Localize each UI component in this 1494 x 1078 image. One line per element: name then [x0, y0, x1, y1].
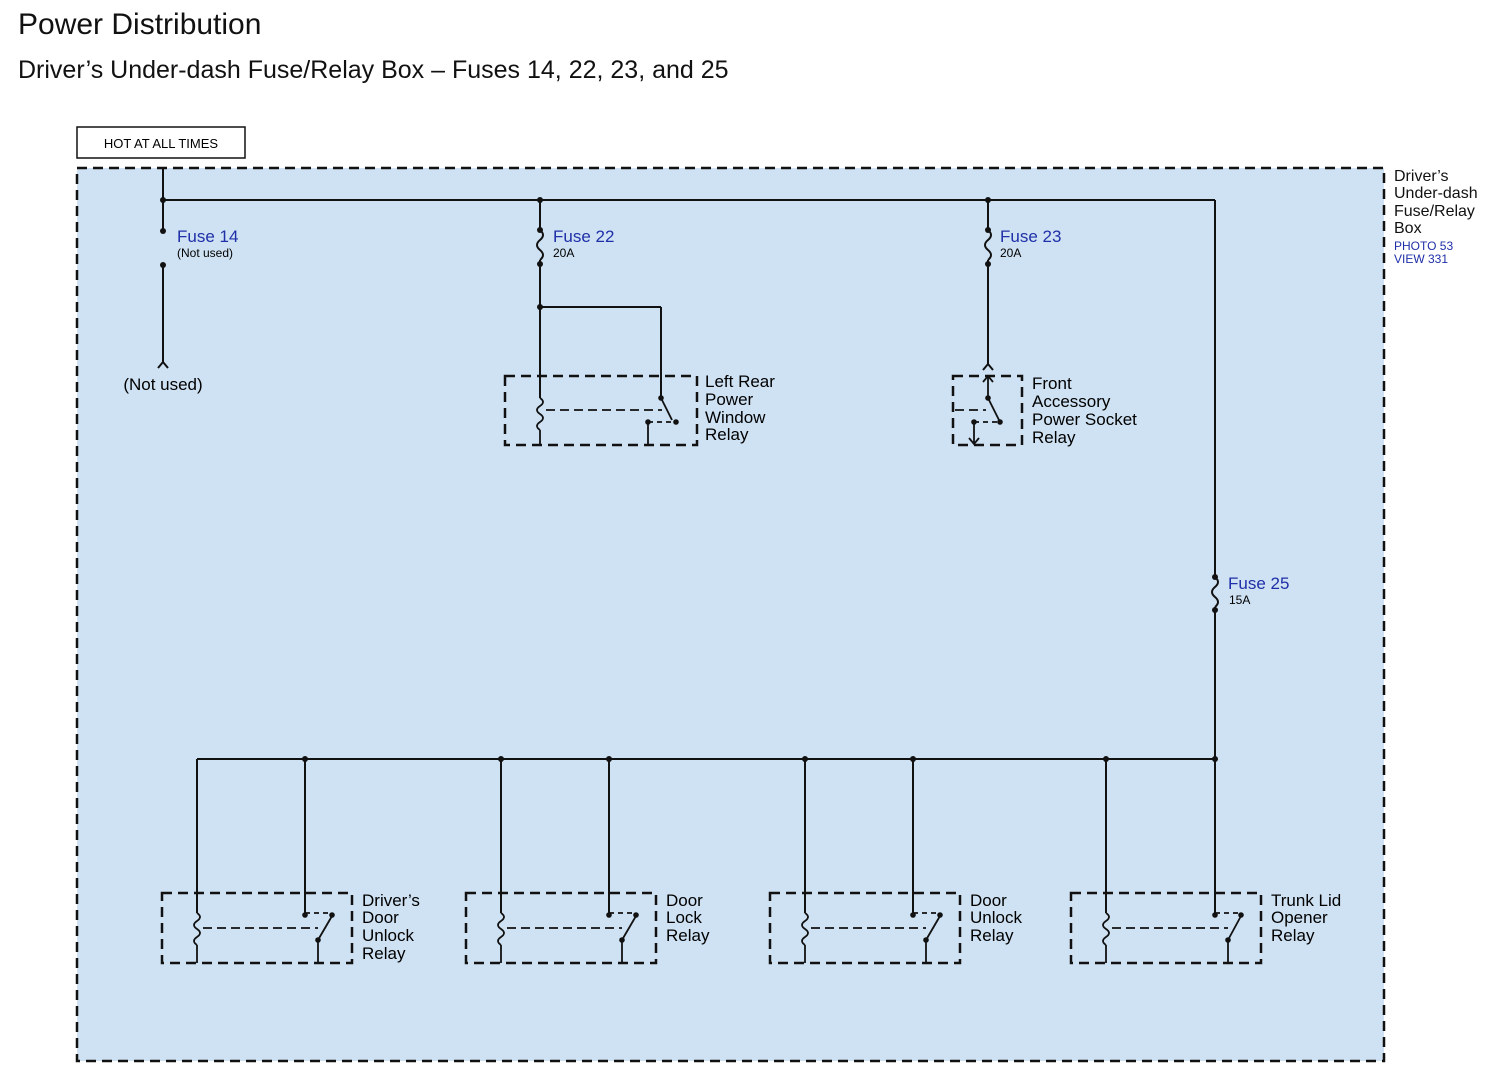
trunk-lid-line-3: Relay [1271, 926, 1315, 945]
left-rear-power-window-relay: Left Rear Power Window Relay [503, 372, 775, 447]
front-accessory-line-4: Relay [1032, 428, 1076, 447]
box-label: Driver’s Under-dash Fuse/Relay Box PHOTO… [1394, 168, 1478, 266]
door-lock-line-3: Relay [666, 926, 710, 945]
front-accessory-line-1: Front [1032, 374, 1072, 393]
fuse-25-rating: 15A [1229, 593, 1250, 607]
fuse-22-rating: 20A [553, 246, 574, 260]
fuse-14-label: Fuse 14 [177, 227, 238, 246]
trunk-lid-opener-relay: Trunk Lid Opener Relay [1069, 891, 1341, 965]
door-lock-relay: Door Lock Relay [464, 891, 710, 965]
fuse-23-label: Fuse 23 [1000, 227, 1061, 246]
hot-at-all-times-label: HOT AT ALL TIMES [104, 136, 218, 151]
hot-at-all-times-box [76, 126, 246, 159]
junction-dots [160, 197, 1218, 762]
wires [157, 168, 1219, 913]
fuse-14-rating: (Not used) [177, 246, 233, 260]
door-lock-line-2: Lock [666, 908, 702, 927]
trunk-lid-line-1: Trunk Lid [1271, 891, 1341, 910]
drivers-door-unlock-line-2: Door [362, 908, 399, 927]
not-used-terminal-label: (Not used) [123, 375, 202, 394]
drivers-door-unlock-relay: Driver’s Door Unlock Relay [160, 891, 420, 965]
page-title: Power Distribution [18, 8, 262, 41]
front-accessory-power-socket-relay: Front Accessory Power Socket Relay [951, 374, 1137, 447]
left-rear-relay-line-3: Window [705, 408, 766, 427]
left-rear-relay-line-1: Left Rear [705, 372, 775, 391]
drivers-door-unlock-line-1: Driver’s [362, 891, 420, 910]
view-reference: VIEW 331 [1394, 252, 1448, 266]
front-accessory-line-2: Accessory [1032, 392, 1111, 411]
fuse-relay-box-area [75, 166, 1386, 1063]
fuse-23-rating: 20A [1000, 246, 1021, 260]
drivers-door-unlock-line-4: Relay [362, 944, 406, 963]
drivers-door-unlock-line-3: Unlock [362, 926, 414, 945]
box-label-line-1: Driver’s [1394, 168, 1449, 185]
door-unlock-line-3: Relay [970, 926, 1014, 945]
box-label-line-4: Box [1394, 220, 1422, 237]
left-rear-relay-line-2: Power [705, 390, 754, 409]
photo-reference: PHOTO 53 [1394, 239, 1453, 253]
box-label-line-2: Under-dash [1394, 185, 1478, 202]
door-unlock-relay: Door Unlock Relay [768, 891, 1022, 965]
fuse-22-label: Fuse 22 [553, 227, 614, 246]
door-unlock-line-2: Unlock [970, 908, 1022, 927]
page-subtitle: Driver’s Under-dash Fuse/Relay Box – Fus… [18, 56, 729, 84]
door-lock-line-1: Door [666, 891, 703, 910]
left-rear-relay-line-4: Relay [705, 425, 749, 444]
door-unlock-line-1: Door [970, 891, 1007, 910]
box-label-line-3: Fuse/Relay [1394, 203, 1475, 220]
fuse-25-label: Fuse 25 [1228, 574, 1289, 593]
trunk-lid-line-2: Opener [1271, 908, 1328, 927]
front-accessory-line-3: Power Socket [1032, 410, 1137, 429]
fuse-labels: Fuse 14 (Not used) Fuse 22 20A Fuse 23 2… [177, 227, 1289, 607]
